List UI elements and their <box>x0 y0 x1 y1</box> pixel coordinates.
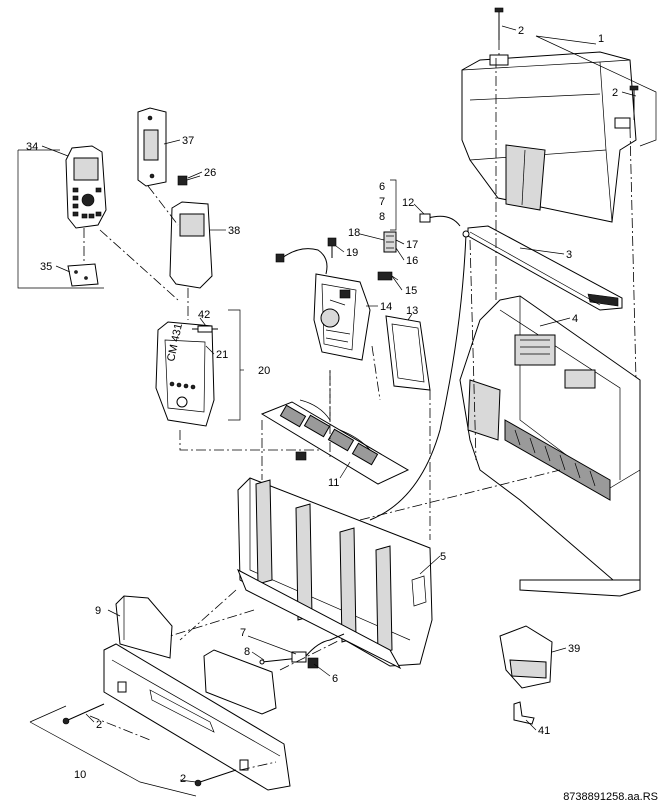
callout-2: 2 <box>180 773 186 785</box>
part-11-relay-board <box>260 399 410 485</box>
callout-26: 26 <box>204 167 216 179</box>
callout-14: 14 <box>380 301 392 313</box>
relay-board-components <box>279 399 379 466</box>
callout-16: 16 <box>406 255 418 267</box>
callout-11: 11 <box>328 477 339 489</box>
part-34-controller <box>65 145 107 229</box>
screw-2-top-right <box>629 85 639 120</box>
callout-brackets <box>17 35 657 797</box>
drawing-reference-code: 8738891258.aa.RS <box>563 791 658 803</box>
callout-2: 2 <box>612 87 618 99</box>
callout-39: 39 <box>568 643 580 655</box>
callout-7: 7 <box>240 627 246 639</box>
callout-18: 18 <box>348 227 360 239</box>
part-15-plug <box>377 271 399 281</box>
callout-34: 34 <box>26 141 38 153</box>
callout-42: 42 <box>198 309 210 321</box>
callout-3: 3 <box>566 249 572 261</box>
parts-16-17-18-terminals <box>383 231 397 253</box>
parts-6-7-8-sensor <box>259 633 345 669</box>
leader-lines <box>41 25 637 783</box>
part-10-bottom-panel <box>103 643 291 791</box>
screw-2-bottom-left <box>62 703 105 725</box>
callout-12: 12 <box>402 197 414 209</box>
base-frame-rails <box>255 479 393 655</box>
callout-20: 20 <box>258 365 270 377</box>
screw-2-top-left <box>494 7 504 58</box>
assembly-guide-lines <box>89 58 637 771</box>
callout-10: 10 <box>74 769 86 781</box>
callout-21: 21 <box>216 349 228 361</box>
callout-15: 15 <box>405 285 417 297</box>
callout-2: 2 <box>96 719 102 731</box>
controller-keypad <box>72 187 102 219</box>
part-13-card <box>385 315 431 391</box>
part-26-connector <box>177 175 201 186</box>
callout-1: 1 <box>598 33 604 45</box>
callout-numbers: 1 2 2 2 2 3 4 5 6 6 7 7 8 8 9 10 11 12 1… <box>26 25 618 785</box>
part-9-cover-block <box>115 595 277 715</box>
part-4-housing <box>459 295 641 597</box>
callout-17: 17 <box>406 239 418 251</box>
part-35-clip <box>67 228 99 287</box>
part-37-bracket <box>137 107 167 187</box>
callout-5: 5 <box>440 551 446 563</box>
part-5-base-frame <box>237 477 433 670</box>
callout-37: 37 <box>182 135 194 147</box>
callout-2: 2 <box>518 25 524 37</box>
callout-9: 9 <box>95 605 101 617</box>
screw-2-bottom-right <box>194 769 237 787</box>
callout-35: 35 <box>40 261 52 273</box>
part-14-control-board <box>313 273 371 361</box>
guide-lines-left <box>99 185 331 451</box>
callout-6: 6 <box>332 673 338 685</box>
part-41-angle <box>513 701 535 725</box>
callout-13: 13 <box>406 305 418 317</box>
part-21-front-panel: CM 431 <box>155 321 215 427</box>
callout-8: 8 <box>244 646 250 658</box>
housing-terminal-strip <box>504 419 611 501</box>
part-3-rail <box>467 225 623 311</box>
housing-upper-terminals <box>514 334 596 389</box>
front-panel-buttons <box>169 381 196 408</box>
callout-19: 19 <box>346 247 358 259</box>
callout-6: 6 <box>379 181 385 193</box>
part-38-module <box>169 201 213 320</box>
callout-8: 8 <box>379 211 385 223</box>
part-39-cap <box>499 625 553 689</box>
wiring-harness-top <box>275 213 470 521</box>
part-42-fuse <box>192 325 218 333</box>
part-1-top-cover <box>461 51 637 223</box>
callout-7: 7 <box>379 196 385 208</box>
callout-41: 41 <box>538 725 550 737</box>
callout-4: 4 <box>572 313 578 325</box>
callout-38: 38 <box>228 225 240 237</box>
